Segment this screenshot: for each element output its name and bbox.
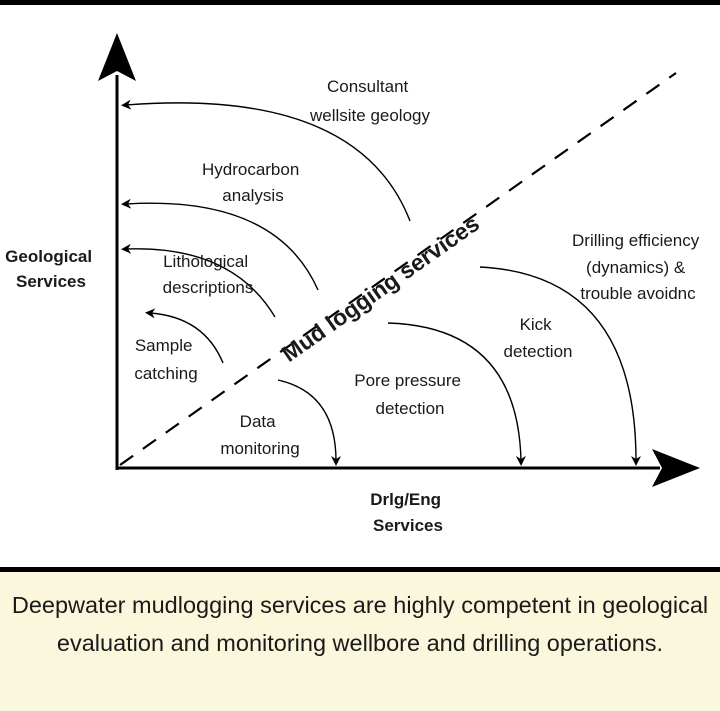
top-border	[0, 0, 720, 5]
data-monitoring-label: Data monitoring	[220, 412, 299, 458]
x-axis-arrowhead	[652, 449, 700, 487]
drilling-efficiency-label: Drilling efficiency (dynamics) & trouble…	[572, 231, 704, 303]
x-axis	[117, 449, 700, 487]
caption-divider	[0, 567, 720, 572]
kick-label: Kick detection	[504, 315, 573, 361]
y-axis	[98, 33, 136, 470]
pore-pressure-label: Pore pressure detection	[354, 371, 466, 418]
kick-arrow	[479, 266, 641, 466]
sample-label: Sample catching	[134, 336, 197, 383]
data-monitoring-arrow	[277, 379, 341, 466]
diagram: Mud logging services Geological Services…	[5, 33, 704, 535]
y-axis-arrowhead	[98, 33, 136, 81]
lithological-label: Lithological descriptions	[163, 252, 254, 297]
hydrocarbon-arrow	[121, 198, 319, 291]
x-axis-label: Drlg/Eng Services	[370, 490, 446, 535]
caption: Deepwater mudlogging services are highly…	[11, 592, 709, 656]
diagonal-label: Mud logging services	[277, 210, 484, 367]
diagonal-divider	[119, 72, 677, 466]
consultant-arrow	[121, 99, 411, 222]
y-axis-label: Geological Services	[5, 247, 97, 291]
lithological-arrow	[121, 243, 276, 318]
hydrocarbon-label: Hydrocarbon analysis	[202, 160, 304, 205]
consultant-label: Consultant wellsite geology	[309, 77, 431, 125]
pore-pressure-arrow	[387, 322, 526, 466]
sample-arrow	[145, 308, 224, 364]
caption-panel: Deepwater mudlogging services are highly…	[0, 572, 720, 711]
